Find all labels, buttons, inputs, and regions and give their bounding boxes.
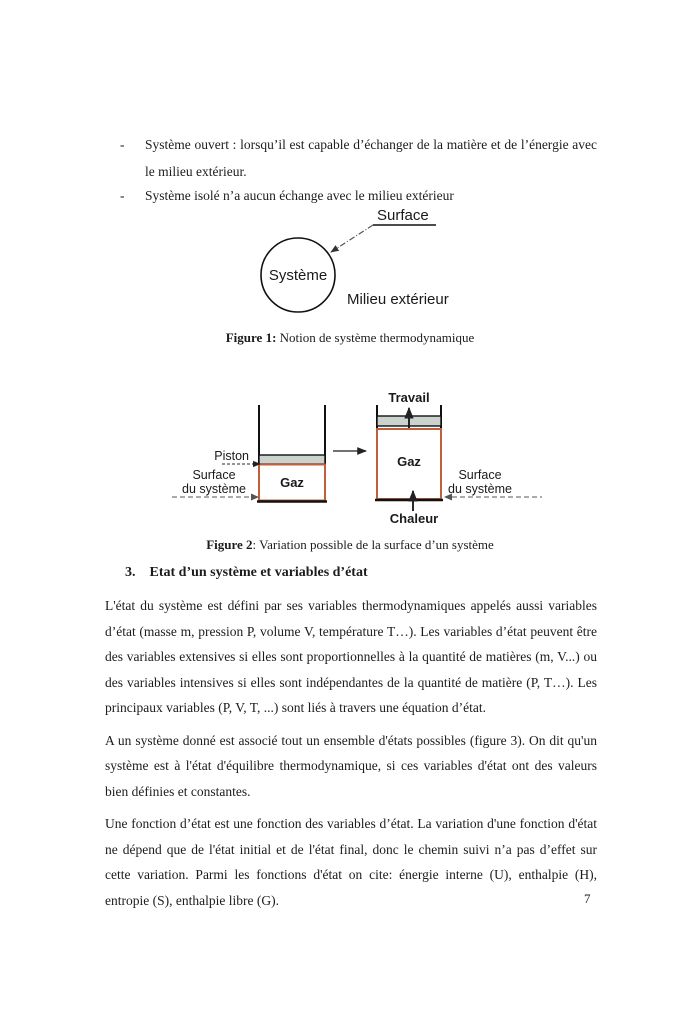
body-paragraph: Une fonction d’état est une fonction des…	[105, 816, 597, 908]
figure1-diagram: Surface Système Milieu extérieur	[260, 207, 449, 313]
piston-left	[258, 454, 326, 465]
piston-label: Piston	[214, 449, 249, 463]
surface-line-arrowhead-left	[251, 493, 259, 501]
bullet-text: Système ouvert : lorsqu’il est capable d…	[145, 137, 597, 179]
system-surface-label-right-2: du système	[448, 482, 512, 496]
gas-label-left: Gaz	[280, 475, 304, 490]
system-surface-label-left-2: du système	[182, 482, 246, 496]
body-text: L'état du système est défini par ses var…	[105, 593, 597, 920]
section-number: 3.	[125, 565, 136, 580]
exterior-label: Milieu extérieur	[347, 291, 449, 308]
figure2-caption-title: Figure 2	[206, 537, 253, 552]
system-label: Système	[269, 267, 327, 284]
section-heading: 3. Etat d’un système et variables d’état	[125, 565, 368, 581]
surface-leader-arrow	[330, 224, 374, 253]
system-circle	[260, 237, 336, 313]
chaleur-label: Chaleur	[390, 511, 438, 526]
bullet-item: - Système isolé n’a aucun échange avec l…	[105, 182, 597, 209]
page-number: 7	[584, 891, 591, 906]
figure1-caption-title: Figure 1:	[225, 330, 277, 345]
surface-line-arrowhead-right	[444, 493, 452, 501]
surface-label: Surface	[377, 207, 429, 224]
system-surface-label-right: Surface	[458, 468, 501, 482]
bullet-marker: -	[120, 137, 125, 152]
travail-label: Travail	[388, 390, 429, 405]
bullet-list: - Système ouvert : lorsqu’il est capable…	[105, 131, 597, 209]
gas-label-right: Gaz	[397, 454, 421, 469]
bullet-text: Système isolé n’a aucun échange avec le …	[145, 188, 454, 203]
figure2-diagram: Gaz Piston Surface du système Travail Ga…	[172, 390, 542, 526]
section-title: Etat d’un système et variables d’état	[149, 565, 368, 580]
figure1-caption-text: Notion de système thermodynamique	[276, 330, 475, 345]
figure2-caption-text: : Variation possible de la surface d’un …	[252, 537, 494, 552]
figure2-caption: Figure 2: Variation possible de la surfa…	[0, 537, 700, 553]
bullet-marker: -	[120, 188, 125, 203]
body-paragraph: L'état du système est défini par ses var…	[105, 598, 597, 715]
figure1-caption: Figure 1: Notion de système thermodynami…	[0, 330, 700, 346]
body-paragraph: A un système donné est associé tout un e…	[105, 732, 597, 799]
bullet-item: - Système ouvert : lorsqu’il est capable…	[105, 131, 597, 185]
gas-chamber-left	[258, 463, 326, 502]
system-surface-label-left: Surface	[192, 468, 235, 482]
